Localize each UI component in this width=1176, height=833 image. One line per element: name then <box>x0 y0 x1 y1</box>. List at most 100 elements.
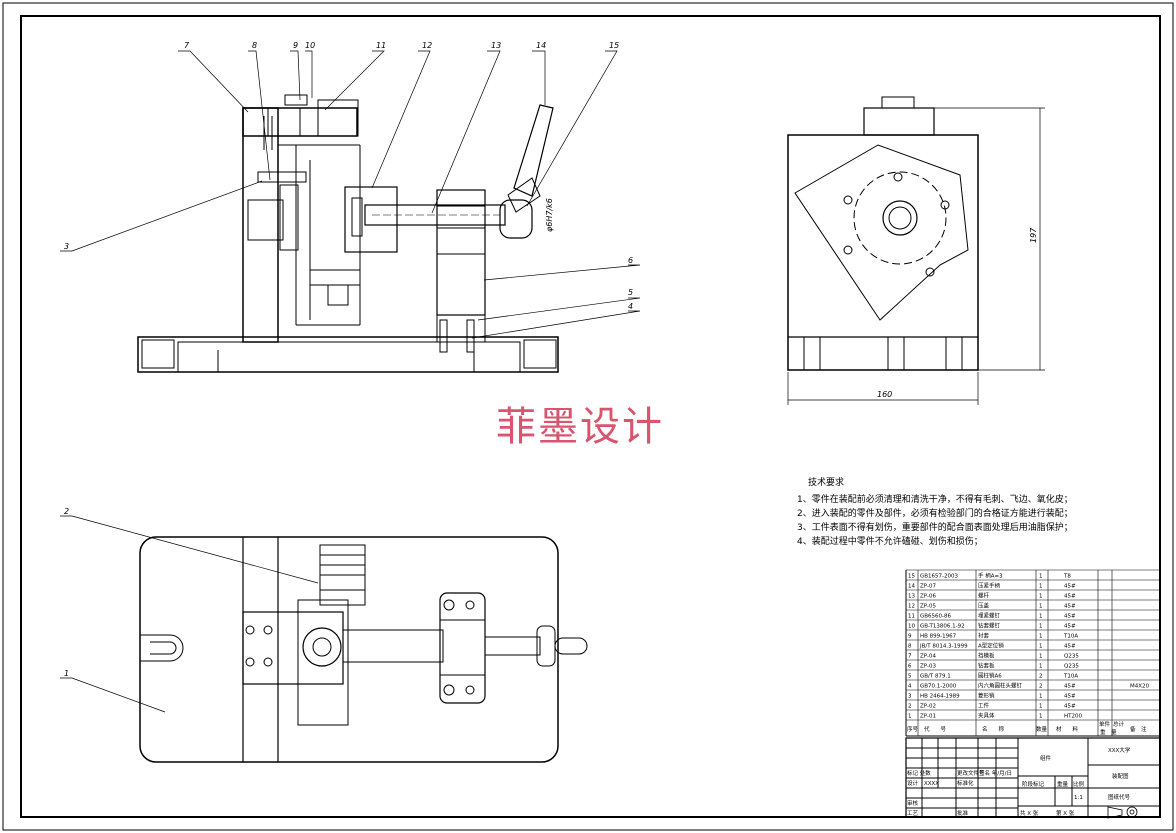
front-callouts <box>60 50 641 339</box>
callout-5: 5 <box>628 288 633 297</box>
bom-row-qty: 1 <box>1039 654 1043 660</box>
bom-row-qty: 1 <box>1039 664 1043 670</box>
callout-12: 12 <box>422 41 432 50</box>
title-drawing: 装配图 <box>1112 772 1129 780</box>
title-std: 标准化 <box>957 779 974 787</box>
title-part: 组件 <box>1040 754 1052 762</box>
bom-row-no: 7 <box>908 654 912 660</box>
bom-header-unit: 单件 <box>1099 720 1111 728</box>
bom-row-code: ZP-01 <box>920 714 936 720</box>
bom-header-no: 序号 <box>907 725 919 733</box>
height-dimension: 197 <box>1029 227 1038 243</box>
bom-row-code: ZP-07 <box>920 584 936 590</box>
title-sheet-number: 第 X 张 <box>1056 809 1075 817</box>
bom-header-name: 名 称 <box>982 725 1005 733</box>
title-row-sign: 签名 年/月/日 <box>979 769 1012 777</box>
bom-row-name: 手 柄A=3 <box>978 572 1003 580</box>
bom-row-material: T10A <box>1063 674 1078 680</box>
title-drawing-no: 图纸代号 <box>1108 793 1131 801</box>
tech-item: 2、进入装配的零件及部件，必须有检验部门的合格证方能进行装配； <box>797 507 1073 519</box>
bom-row-no: 5 <box>908 674 912 680</box>
bom-row-code: ZP-03 <box>920 664 936 670</box>
bom-row-material: T10A <box>1063 634 1078 640</box>
title-school: XXX大学 <box>1108 746 1131 754</box>
title-scale: 1:1 <box>1074 795 1083 801</box>
bom-row-qty: 1 <box>1039 694 1043 700</box>
bom-row-material: T8 <box>1063 574 1071 580</box>
side-dimensions <box>787 107 1045 405</box>
bom-row-name: 螺杆 <box>978 592 990 600</box>
watermark: 菲墨设计 <box>496 404 664 450</box>
bom-row-no: 13 <box>908 594 915 600</box>
bom-row-material: 45# <box>1064 704 1076 710</box>
bom-row-qty: 2 <box>1039 684 1043 690</box>
bom-header-total: 总计 <box>1113 720 1125 728</box>
bom-row-name: 挡模板 <box>978 652 995 660</box>
bom-row-name: 压紧手柄 <box>978 582 1001 590</box>
title-stage: 阶段标记 <box>1022 780 1045 788</box>
bom-row-name: 菱形销 <box>978 692 995 700</box>
bom-row-qty: 1 <box>1039 584 1043 590</box>
bom-row-name: 钻套螺钉 <box>978 622 1001 630</box>
callout-6: 6 <box>628 256 633 265</box>
callout-9: 9 <box>293 41 298 50</box>
bom-row-code: GB/T 879.1 <box>920 674 951 680</box>
bom-row-qty: 1 <box>1039 644 1043 650</box>
bom-row-no: 12 <box>908 604 915 610</box>
projection-symbol <box>1107 806 1138 819</box>
bom-header-material: 材 料 <box>1056 725 1079 733</box>
bom-row-no: 11 <box>908 614 915 620</box>
bom-header-note: 备 注 <box>1130 725 1147 733</box>
bom-row-code: ZP-06 <box>920 594 936 600</box>
bom-row-no: 6 <box>908 664 912 670</box>
callout-8: 8 <box>252 41 257 50</box>
title-row-marks: 标记 处数 <box>907 769 931 777</box>
bom-row-material: Q235 <box>1064 664 1079 670</box>
bom-header-qty: 数量 <box>1036 725 1048 733</box>
bom-row-qty: 1 <box>1039 604 1043 610</box>
bom-row-material: 45# <box>1064 624 1076 630</box>
callout-10: 10 <box>305 41 315 50</box>
bom-row-qty: 1 <box>1039 714 1043 720</box>
bom-row-qty: 1 <box>1039 614 1043 620</box>
bom-row-qty: 1 <box>1039 634 1043 640</box>
bom-row-code: HB 2464-1989 <box>920 694 960 700</box>
fit-dimension: φ6H7/k6 <box>545 198 554 232</box>
title-weight: 重量 <box>1057 780 1069 788</box>
bom-row-material: 45# <box>1064 684 1076 690</box>
bom-header-weight: 重 量 <box>1100 728 1117 736</box>
bom-row-material: HT200 <box>1064 714 1082 720</box>
bom-row-code: JB/T 8014.3-1999 <box>919 644 968 650</box>
callout-11: 11 <box>376 41 386 50</box>
bom-row-qty: 1 <box>1039 574 1043 580</box>
callout-3: 3 <box>64 242 69 251</box>
bom-row-name: 钻套板 <box>978 662 995 670</box>
bom-header-code: 代 号 <box>924 725 947 733</box>
tech-title: 技术要求 <box>808 476 844 488</box>
bom-row-qty: 1 <box>1039 624 1043 630</box>
title-sheets-total: 共 X 张 <box>1020 809 1039 817</box>
bom-row-no: 10 <box>908 624 915 630</box>
inner-border <box>20 15 1161 818</box>
front-section-view <box>137 94 559 373</box>
title-block <box>905 737 1161 818</box>
bom-row-no: 14 <box>908 584 915 590</box>
bom-row-code: GB6560-86 <box>920 614 952 620</box>
bom-row-code: HB 899-1967 <box>920 634 957 640</box>
bom-row-name: 圆柱销A6 <box>978 672 1002 680</box>
bom-row-code: ZP-04 <box>920 654 936 660</box>
bom-row-no: 9 <box>908 634 912 640</box>
callout-1: 1 <box>64 669 69 678</box>
bom-row-name: 衬套 <box>978 632 990 640</box>
callout-13: 13 <box>491 41 501 50</box>
bom-row-no: 15 <box>908 574 915 580</box>
bom-row-name: 工件 <box>978 702 990 710</box>
title-approve: 批准 <box>957 809 969 817</box>
callout-2: 2 <box>64 507 69 516</box>
bom-row-material: 45# <box>1064 604 1076 610</box>
bom-row-no: 2 <box>908 704 912 710</box>
tech-item: 1、零件在装配前必须清理和清洗干净，不得有毛刺、飞边、氧化皮； <box>797 493 1073 505</box>
